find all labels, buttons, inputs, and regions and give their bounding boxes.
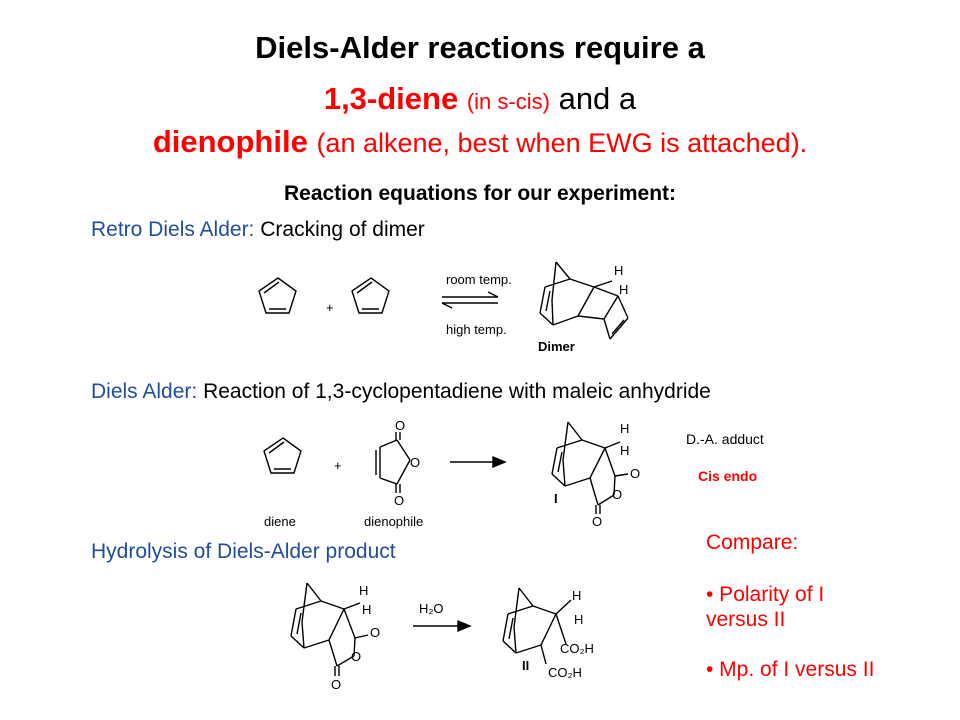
diacid-h-1: H — [572, 588, 581, 603]
hydrolysis-heading: Hydrolysis of Diels-Alder product — [91, 540, 396, 563]
adduct-roman-numeral: I — [554, 491, 558, 506]
forward-arrow-2 — [413, 619, 472, 633]
anhydride-o-ring: O — [410, 455, 420, 470]
title-and: and a — [558, 81, 637, 116]
title-line-1: Diels-Alder reactions require a — [255, 30, 705, 65]
title-line-2: 1,3-diene (in s-cis) and a — [0, 81, 960, 117]
diene-structure — [263, 437, 302, 474]
diene-label: diene — [264, 514, 296, 529]
dimer-h-2: H — [619, 282, 628, 297]
anhydride-o-bottom: O — [394, 493, 404, 508]
diacid-roman-numeral: II — [522, 658, 529, 673]
retro-heading-blue: Retro Diels Alder: — [91, 218, 255, 241]
hydro-start-o-1: O — [370, 625, 380, 640]
title-diene-paren: (in s-cis) — [466, 89, 550, 114]
hydro-start-h-2: H — [362, 602, 371, 617]
diacid-h-2: H — [574, 612, 583, 627]
arrow-label-room-temp: room temp. — [446, 272, 512, 287]
adduct-o-2: O — [612, 487, 622, 502]
adduct-o-1: O — [630, 466, 640, 481]
hydro-start-h-1: H — [359, 583, 368, 598]
dimer-h-1: H — [614, 263, 623, 278]
retro-heading-black: Cracking of dimer — [260, 218, 425, 241]
forward-arrow-1 — [450, 455, 507, 469]
equilibrium-arrow — [441, 291, 499, 309]
diacid-structure — [502, 587, 572, 665]
retro-heading: Retro Diels Alder: Cracking of dimer — [91, 218, 425, 242]
adduct-structure-2 — [290, 582, 369, 676]
dimer-label: Dimer — [538, 339, 575, 354]
subheading: Reaction equations for our experiment: — [283, 182, 677, 205]
dimer-structure — [539, 261, 629, 340]
adduct-h-1: H — [620, 421, 629, 436]
da-heading-blue: Diels Alder: — [91, 380, 198, 403]
cis-endo-label: Cis endo — [698, 468, 757, 484]
title-diene: 1,3-diene — [323, 81, 459, 116]
water-reagent: H₂O — [419, 601, 444, 616]
adduct-h-2: H — [620, 443, 629, 458]
title-line-3: dienophile (an alkene, best when EWG is … — [0, 124, 960, 160]
compare-item-2: • Mp. of I versus II — [706, 658, 875, 681]
title-dienophile: dienophile — [152, 124, 308, 159]
da-heading-black: Reaction of 1,3-cyclopentadiene with mal… — [203, 380, 711, 403]
arrow-label-high-temp: high temp. — [446, 322, 507, 337]
compare-item-1b: versus II — [706, 608, 786, 631]
anhydride-o-top: O — [395, 418, 405, 433]
maleic-anhydride-structure — [375, 432, 411, 493]
plus-sign-1: + — [326, 300, 334, 315]
title-dienophile-paren: (an alkene, best when EWG is attached). — [316, 128, 808, 158]
plus-sign-2: + — [334, 458, 342, 473]
dienophile-label: dienophile — [364, 514, 423, 529]
compare-title: Compare: — [706, 531, 799, 554]
adduct-o-3: O — [592, 514, 602, 529]
da-heading: Diels Alder: Reaction of 1,3-cyclopentad… — [91, 380, 711, 404]
hydro-start-o-2: O — [351, 649, 361, 664]
hydro-start-o-3: O — [331, 677, 341, 692]
cyclopentadiene-1 — [258, 277, 297, 314]
diacid-co2h-1: CO₂H — [560, 641, 594, 656]
diacid-co2h-2: CO₂H — [548, 665, 582, 680]
adduct-label: D.-A. adduct — [686, 431, 764, 447]
compare-item-1a: • Polarity of I — [706, 583, 825, 606]
adduct-structure — [551, 421, 629, 514]
cyclopentadiene-2 — [351, 277, 390, 314]
